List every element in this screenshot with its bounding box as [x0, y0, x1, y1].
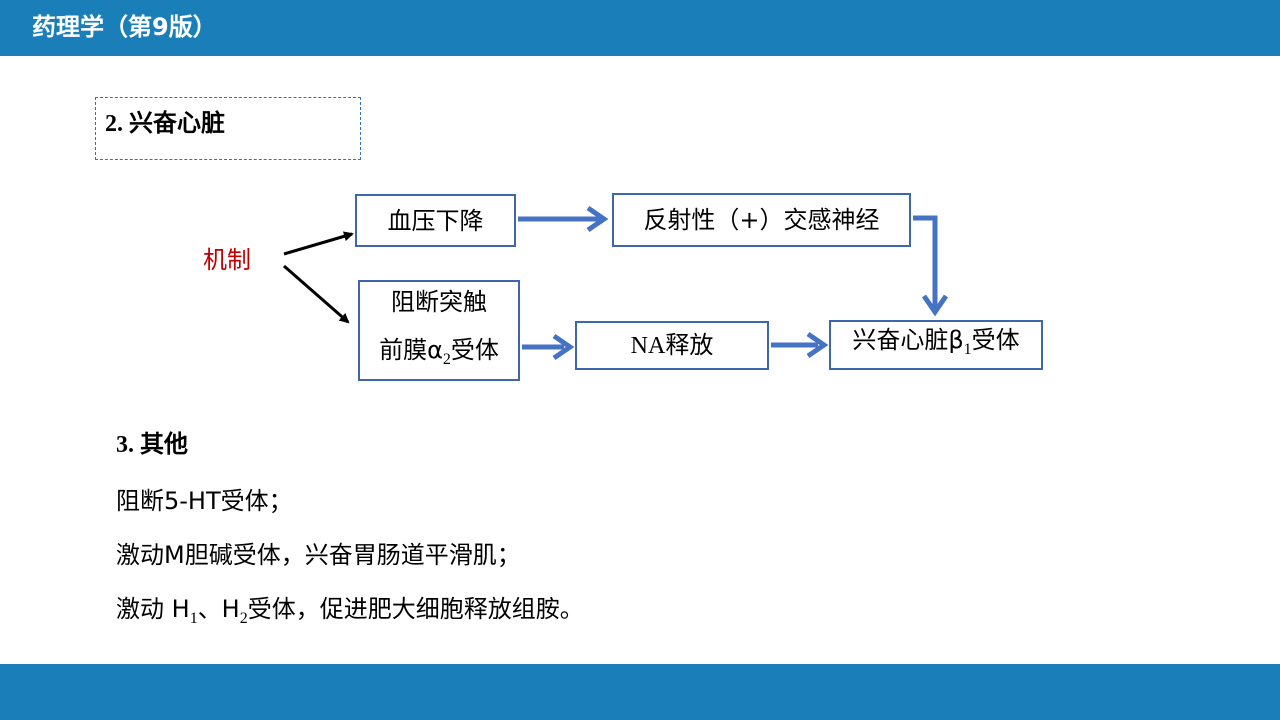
node-label: 血压下降: [387, 206, 484, 235]
node-na-release: NA释放: [575, 321, 769, 370]
node-label: NA释放: [630, 332, 714, 359]
node-label: 反射性（+）交感神经: [643, 206, 880, 234]
node-label: 兴奋心脏β1受体: [852, 326, 1020, 358]
node-blood-pressure-drop: 血压下降: [355, 194, 516, 247]
node-label-line1: 阻断突触: [391, 287, 487, 316]
section-heading: 2. 兴奋心脏: [105, 111, 225, 137]
mechanism-label: 机制: [203, 246, 251, 274]
arrow-mech-to-block: [283, 264, 350, 324]
page-title: 药理学（第9版）: [32, 13, 217, 41]
text-line-2: 激动M胆碱受体，兴奋胃肠道平滑肌；: [116, 541, 521, 569]
section-heading-box: 2. 兴奋心脏: [95, 97, 361, 160]
node-label-line2: 前膜α2受体: [379, 335, 499, 368]
header-bar: 药理学（第9版）: [0, 0, 1280, 56]
footer-bar: [0, 664, 1280, 720]
arrow-reflex-to-heart: [913, 215, 938, 308]
text-line-1: 阻断5-HT受体；: [116, 487, 293, 515]
node-block-presynaptic-alpha2: 阻断突触 前膜α2受体: [358, 280, 520, 381]
node-heart-beta1: 兴奋心脏β1受体: [829, 320, 1043, 370]
text-line-3: 激动 H1、H2受体，促进肥大细胞释放组胺。: [116, 595, 584, 627]
node-reflex-sympathetic: 反射性（+）交感神经: [612, 193, 911, 247]
arrow-mech-to-bp: [283, 231, 354, 256]
section3-heading: 3. 其他: [116, 432, 188, 458]
